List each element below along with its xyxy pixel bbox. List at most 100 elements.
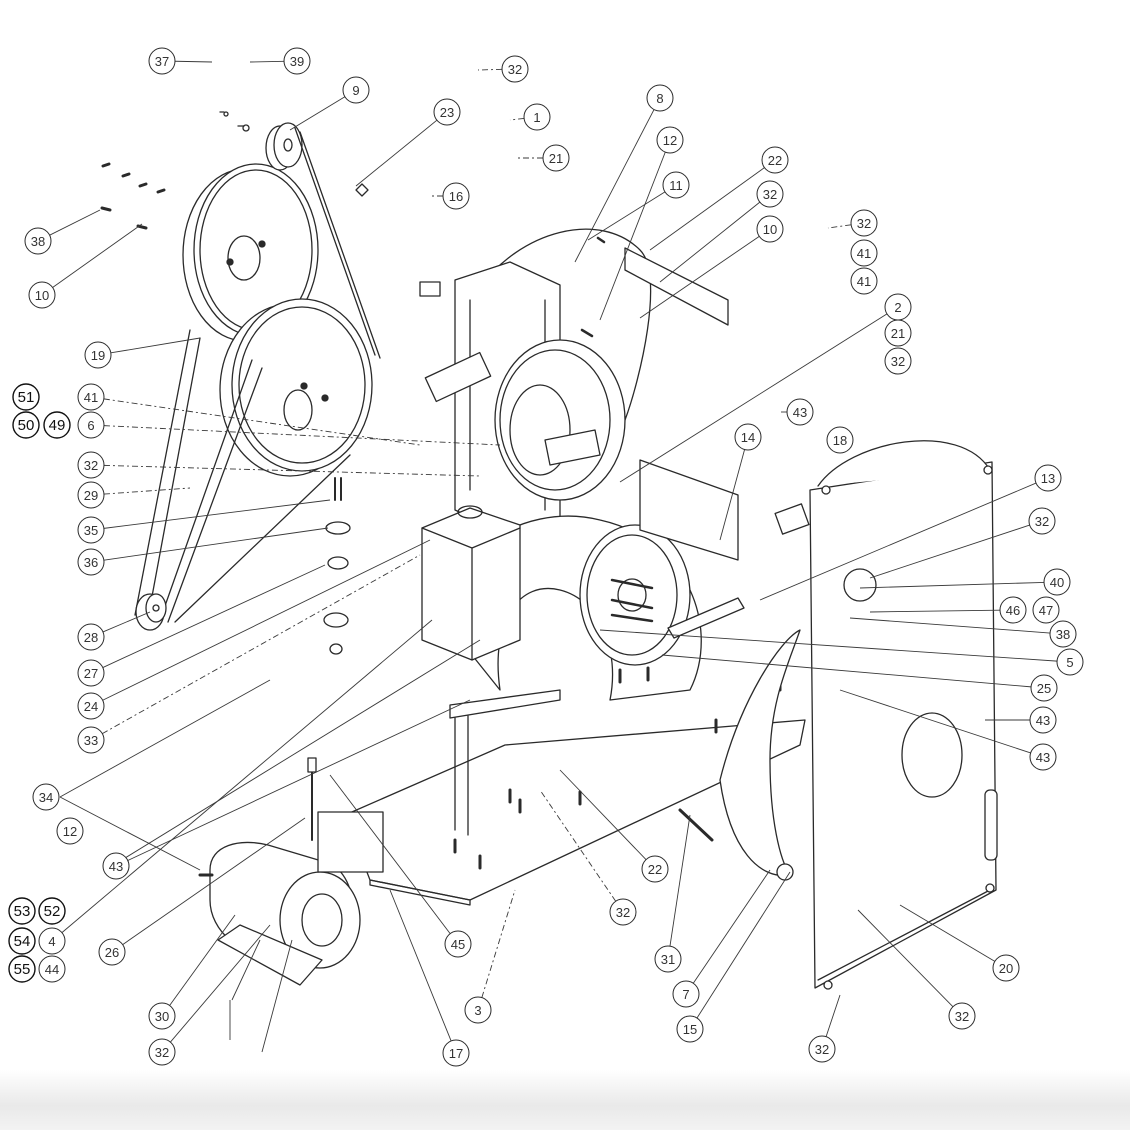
leader-line: [103, 487, 191, 495]
callout-bubble: [8, 927, 36, 955]
callout-bubble: [77, 411, 105, 439]
leader-line: [619, 313, 888, 483]
callout-34: 34: [32, 783, 60, 811]
callout-label: 11: [669, 178, 683, 193]
callout-8: 8: [646, 84, 674, 112]
callout-27: 27: [77, 659, 105, 687]
callout-label: 26: [105, 945, 119, 960]
callout-41: 41: [850, 267, 878, 295]
leader-line: [329, 774, 451, 934]
callout-label: 23: [440, 105, 454, 120]
callout-12: 12: [56, 817, 84, 845]
callout-bubble: [1029, 706, 1057, 734]
callout-bubble: [609, 898, 637, 926]
callout-bubble: [761, 146, 789, 174]
leader-line: [839, 689, 1031, 754]
callout-label: 41: [84, 390, 98, 405]
callout-label: 31: [661, 952, 675, 967]
leader-line: [103, 425, 501, 446]
leader-line: [102, 554, 421, 735]
callout-43: 43: [1029, 743, 1057, 771]
callout-21: 21: [542, 144, 570, 172]
callout-40: 40: [1043, 568, 1071, 596]
callout-label: 32: [891, 354, 905, 369]
leader-line: [61, 619, 433, 933]
callout-50: 50: [12, 411, 40, 439]
callout-14: 14: [734, 423, 762, 451]
callout-44: 44: [38, 955, 66, 983]
callout-bubble: [43, 411, 71, 439]
callout-label: 32: [955, 1009, 969, 1024]
blower-housing: [419, 228, 652, 541]
callout-32: 32: [77, 451, 105, 479]
callout-label: 12: [663, 133, 677, 148]
callout-54: 54: [8, 927, 36, 955]
callout-19: 19: [84, 341, 112, 369]
hardware-stack: [323, 477, 351, 655]
callout-bubble: [501, 55, 529, 83]
leader-line: [661, 654, 1032, 688]
callout-18: 18: [826, 426, 854, 454]
callout-bubble: [77, 548, 105, 576]
leader-line: [659, 201, 761, 283]
callout-26: 26: [98, 938, 126, 966]
belt-idler: [135, 593, 167, 631]
callout-bubble: [948, 1002, 976, 1030]
callout-28: 28: [77, 623, 105, 651]
leader-line: [481, 889, 516, 998]
callout-bubble: [1032, 596, 1060, 624]
callout-9: 9: [342, 76, 370, 104]
callout-17: 17: [442, 1039, 470, 1067]
electrical-box: [421, 505, 521, 661]
callout-label: 28: [84, 630, 98, 645]
callout-label: 24: [84, 699, 98, 714]
callout-bubble: [28, 281, 56, 309]
leader-line: [825, 994, 841, 1037]
callout-label: 19: [91, 348, 105, 363]
side-panel: [624, 247, 998, 990]
callout-label: 33: [84, 733, 98, 748]
callout-36: 36: [77, 548, 105, 576]
leader-line: [103, 464, 481, 477]
callout-label: 22: [768, 153, 782, 168]
callout-label: 15: [683, 1022, 697, 1037]
callout-label: 8: [656, 91, 663, 106]
callout-16: 16: [442, 182, 470, 210]
leader-line: [509, 117, 525, 121]
callout-label: 37: [155, 54, 169, 69]
callout-label: 35: [84, 523, 98, 538]
callout-label: 6: [87, 418, 94, 433]
callout-bubble: [850, 209, 878, 237]
callout-bubble: [12, 383, 40, 411]
leader-line: [696, 871, 791, 1019]
callout-label: 22: [648, 862, 662, 877]
callout-bubble: [84, 341, 112, 369]
leader-line: [52, 223, 143, 288]
leader-line: [59, 796, 201, 871]
callout-bubble: [77, 451, 105, 479]
callout-label: 46: [1006, 603, 1020, 618]
leader-line: [559, 769, 647, 860]
leader-line: [574, 109, 655, 263]
leader-line: [389, 889, 452, 1042]
callout-bubble: [884, 319, 912, 347]
callout-bubble: [148, 1002, 176, 1030]
callout-32: 32: [1028, 507, 1056, 535]
callout-bubble: [8, 955, 36, 983]
callout-46: 46: [999, 596, 1027, 624]
callout-29: 29: [77, 481, 105, 509]
leader-line: [289, 96, 346, 131]
leader-line: [103, 499, 331, 529]
callout-label: 32: [84, 458, 98, 473]
callout-bubble: [676, 1015, 704, 1043]
leader-line: [899, 904, 996, 962]
callout-label: 38: [1056, 627, 1070, 642]
leader-line: [103, 398, 421, 446]
callout-label: 55: [14, 961, 31, 978]
callout-label: 25: [1037, 681, 1051, 696]
callout-55: 55: [8, 955, 36, 983]
callout-label: 2: [894, 300, 901, 315]
callout-38: 38: [1049, 620, 1077, 648]
callout-47: 47: [1032, 596, 1060, 624]
